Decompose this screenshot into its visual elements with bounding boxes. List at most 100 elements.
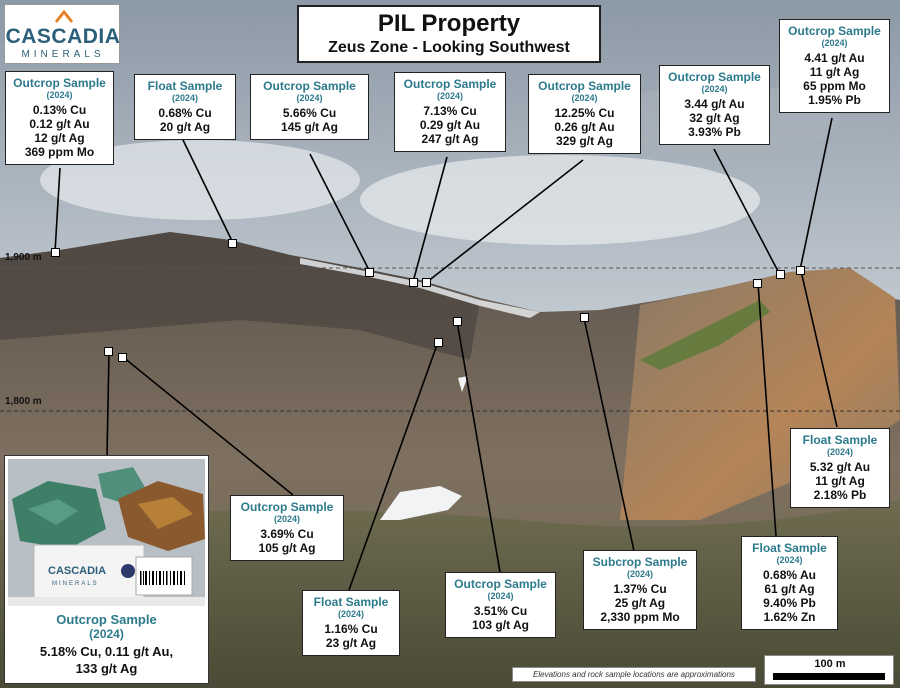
sample-value: 5.18% Cu, 0.11 g/t Au, xyxy=(39,644,174,659)
sample-year: (2024) xyxy=(776,555,803,565)
photo-sample-value: 5.18% Cu, 0.11 g/t Au, 133 g/t Ag xyxy=(5,643,208,677)
rock-sample-photo: CASCADIA MINERALS xyxy=(8,459,205,606)
sample-value: 0.13% Cu xyxy=(32,103,87,117)
sample-callout: Float Sample (2024) 0.68% Au 61 g/t Ag 9… xyxy=(741,536,838,630)
scale-bar: 100 m xyxy=(764,655,894,685)
sample-marker[interactable] xyxy=(409,278,418,287)
sample-value: 4.41 g/t Au xyxy=(804,51,865,65)
title-box: PIL Property Zeus Zone - Looking Southwe… xyxy=(297,5,601,63)
sample-marker[interactable] xyxy=(228,239,237,248)
sample-marker[interactable] xyxy=(104,347,113,356)
sample-value: 103 g/t Ag xyxy=(472,618,529,632)
scale-bar-line xyxy=(773,673,885,680)
sample-type: Outcrop Sample xyxy=(538,79,631,93)
sample-value: 2.18% Pb xyxy=(813,488,867,502)
sample-value: 1.16% Cu xyxy=(324,622,378,636)
sample-year: (2024) xyxy=(487,591,514,601)
sample-type: Float Sample xyxy=(313,595,389,609)
sample-marker[interactable] xyxy=(118,353,127,362)
sample-callout: Float Sample (2024) 5.32 g/t Au 11 g/t A… xyxy=(790,428,890,508)
sample-value: 12 g/t Ag xyxy=(34,131,85,145)
scale-label: 100 m xyxy=(814,658,846,670)
photo-sample-year: (2024) xyxy=(89,627,124,641)
sample-marker[interactable] xyxy=(776,270,785,279)
sample-type: Outcrop Sample xyxy=(263,79,356,93)
card-logo-sub: MINERALS xyxy=(52,581,99,587)
disclaimer: Elevations and rock sample locations are… xyxy=(512,667,756,682)
sample-value: 1.62% Zn xyxy=(763,610,816,624)
sample-marker[interactable] xyxy=(51,248,60,257)
sample-marker[interactable] xyxy=(796,266,805,275)
sample-type: Float Sample xyxy=(147,79,223,93)
sample-marker[interactable] xyxy=(753,279,762,288)
map-subtitle: Zeus Zone - Looking Southwest xyxy=(328,39,570,56)
sample-callout: Outcrop Sample (2024) 7.13% Cu 0.29 g/t … xyxy=(394,72,506,152)
cloud xyxy=(360,155,760,245)
sample-type: Outcrop Sample xyxy=(403,77,497,91)
sample-photo-card: CASCADIA MINERALS Outcrop Sample (2024) … xyxy=(4,455,209,684)
sample-value: 0.68% Cu xyxy=(158,106,212,120)
sample-type: Float Sample xyxy=(752,541,827,555)
logo-chevron-icon xyxy=(55,9,73,23)
sample-callout: Outcrop Sample (2024) 3.69% Cu 105 g/t A… xyxy=(230,495,344,561)
sample-value: 23 g/t Ag xyxy=(325,636,377,650)
sample-value: 20 g/t Ag xyxy=(159,120,211,134)
elevation-label-1900: 1,900 m xyxy=(5,252,42,263)
snow-ridge xyxy=(300,258,540,318)
sample-value: 0.12 g/t Au xyxy=(29,117,90,131)
snow-patch xyxy=(380,486,462,520)
sample-marker[interactable] xyxy=(453,317,462,326)
leader-lines xyxy=(54,117,838,591)
sample-year: (2024) xyxy=(46,90,73,100)
sample-value: 61 g/t Ag xyxy=(764,582,815,596)
sample-year: (2024) xyxy=(571,93,598,103)
sample-year: (2024) xyxy=(826,447,853,457)
card-logo: CASCADIA xyxy=(48,565,106,577)
sample-callout: Outcrop Sample (2024) 0.13% Cu 0.12 g/t … xyxy=(5,71,114,165)
sample-year: (2024) xyxy=(171,93,198,103)
sample-value: 5.32 g/t Au xyxy=(809,460,871,474)
elevation-label-1800: 1,800 m xyxy=(5,396,42,407)
sample-value: 0.29 g/t Au xyxy=(419,118,481,132)
sample-marker[interactable] xyxy=(580,313,589,322)
sample-marker[interactable] xyxy=(422,278,431,287)
sample-value: 369 ppm Mo xyxy=(24,145,95,159)
sample-year: (2024) xyxy=(296,93,323,103)
sample-value: 5.66% Cu xyxy=(282,106,337,120)
sample-year: (2024) xyxy=(626,569,653,579)
sample-callout: Float Sample (2024) 0.68% Cu 20 g/t Ag xyxy=(134,74,236,140)
sample-value: 329 g/t Ag xyxy=(556,134,613,148)
sample-callout: Outcrop Sample (2024) 3.44 g/t Au 32 g/t… xyxy=(659,65,770,145)
sample-value: 32 g/t Ag xyxy=(689,111,740,125)
sample-marker[interactable] xyxy=(434,338,443,347)
sample-callout: Outcrop Sample (2024) 4.41 g/t Au 11 g/t… xyxy=(779,19,890,113)
sample-type: Outcrop Sample xyxy=(240,500,334,514)
logo-name: CASCADIA xyxy=(5,25,121,48)
logo-sub: MINERALS xyxy=(21,49,105,60)
sample-type: Outcrop Sample xyxy=(13,76,106,90)
sample-year: (2024) xyxy=(701,84,728,94)
sample-callout: Outcrop Sample (2024) 12.25% Cu 0.26 g/t… xyxy=(528,74,641,154)
map-title: PIL Property xyxy=(377,10,521,37)
sample-value: 0.68% Au xyxy=(763,568,816,582)
sample-year: (2024) xyxy=(337,609,364,619)
sample-type: Outcrop Sample xyxy=(454,577,547,591)
sample-type: Float Sample xyxy=(802,433,878,447)
sample-value: 247 g/t Ag xyxy=(421,132,479,146)
sample-value: 12.25% Cu xyxy=(554,106,615,120)
sample-value: 145 g/t Ag xyxy=(281,120,338,134)
cascadia-logo: CASCADIA MINERALS xyxy=(4,4,120,64)
sample-marker[interactable] xyxy=(365,268,374,277)
sample-value: 2,330 ppm Mo xyxy=(600,610,680,624)
sample-value: 25 g/t Ag xyxy=(614,596,666,610)
sample-value: 3.51% Cu xyxy=(473,604,528,618)
sample-value: 3.44 g/t Au xyxy=(684,97,745,111)
sample-value: 7.13% Cu xyxy=(423,104,477,118)
sample-type: Outcrop Sample xyxy=(668,70,761,84)
sample-value: 11 g/t Ag xyxy=(809,65,860,79)
sample-value: 3.69% Cu xyxy=(260,527,314,541)
snow-patch xyxy=(458,376,468,392)
sample-value: 9.40% Pb xyxy=(763,596,816,610)
cloud xyxy=(40,140,360,220)
